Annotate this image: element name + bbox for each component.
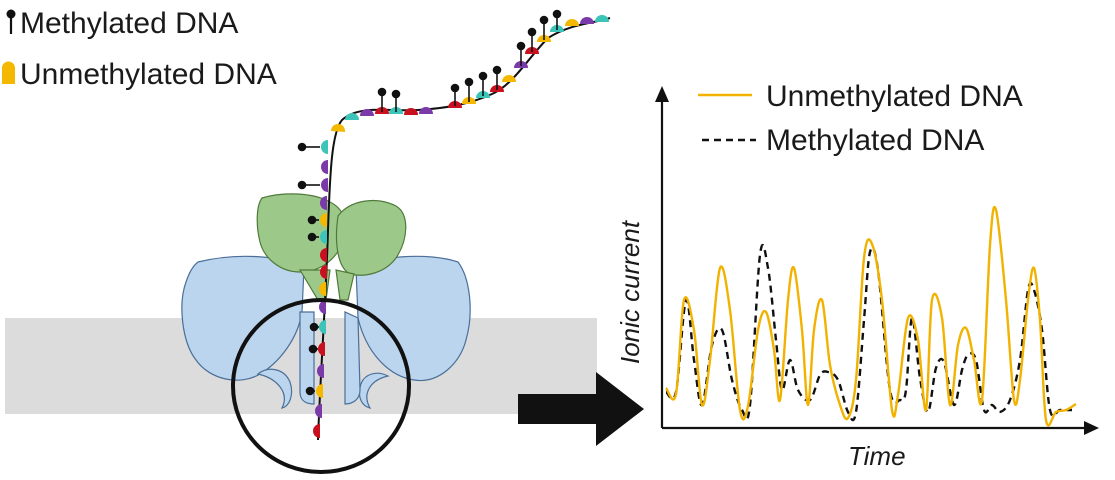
base [360,109,374,116]
base [321,160,328,174]
plot-legend-methylated: Methylated DNA [766,124,984,157]
base-unmethylated [319,282,326,296]
base [595,15,609,22]
base [313,424,320,438]
x-axis-label: Time [848,441,906,471]
right-arrow-icon [518,372,644,446]
half-disc-icon [2,61,15,84]
base-unmethylated [502,75,516,82]
base-unmethylated [320,213,327,227]
base-unmethylated [331,124,345,132]
lollipop-icon [6,9,16,34]
methyl-marks [297,9,562,396]
legend-unmethylated-label: Unmethylated DNA [20,58,277,91]
plot-legend: Unmethylated DNA Methylated DNA [698,80,1023,157]
plot-axes [655,86,1099,435]
base-unmethylated [316,384,323,398]
base [320,265,327,279]
plot-legend-unmethylated: Unmethylated DNA [766,80,1023,113]
base [319,320,326,334]
y-axis-label: Ionic current [615,219,645,364]
base [580,17,594,24]
base-unmethylated [565,19,579,26]
base [320,230,327,244]
legend-methylated-label: Methylated DNA [20,7,238,40]
focus-circle [231,298,411,474]
unmethylated-trace [665,205,1077,427]
base [404,108,418,115]
base [321,140,328,154]
base [320,196,327,210]
methylated-trace [664,244,1072,422]
legend-top-left: Methylated DNA Unmethylated DNA [2,7,277,91]
base [345,113,359,120]
base [321,178,328,192]
base [419,107,433,114]
base [320,248,327,262]
base [318,342,325,356]
base [319,300,326,314]
pore-protein-blue [181,255,471,409]
base [317,364,324,378]
base [315,404,322,418]
